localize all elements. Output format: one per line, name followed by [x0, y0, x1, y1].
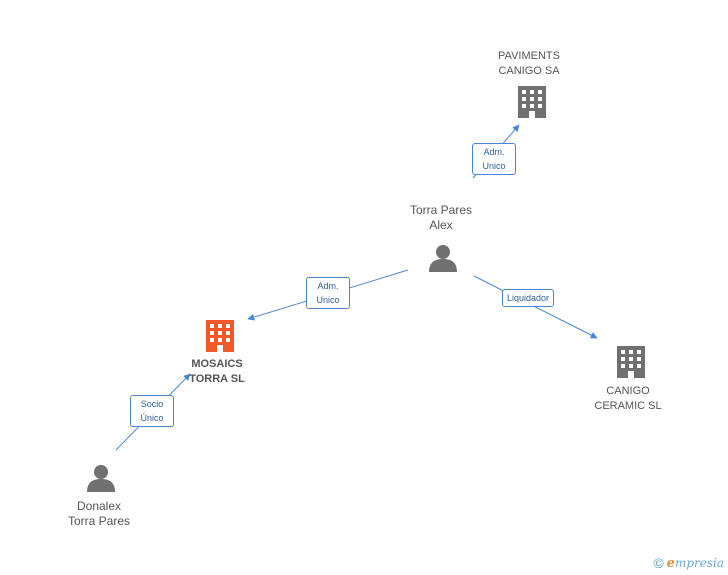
node-label-line: Donalex [76, 499, 122, 513]
node-label-paviments[interactable]: PAVIMENTS CANIGO SA [489, 49, 569, 79]
node-label-line: CERAMIC SL [594, 400, 662, 412]
building-icon[interactable] [206, 320, 234, 352]
node-label-canigo-ceramic[interactable]: CANIGO CERAMIC SL [583, 384, 673, 414]
node-label-line: Torra Pares [409, 203, 473, 217]
edge-label-line: Único [140, 413, 164, 423]
edge-label-donalex-mosaics: Socio Único [130, 395, 174, 427]
node-label-line: MOSAICS [191, 358, 243, 370]
node-label-line: CANIGO SA [498, 65, 560, 77]
edge-label-line: Unico [482, 161, 506, 171]
node-label-line: TORRA SL [189, 373, 245, 385]
copyright-icon: © [653, 555, 664, 571]
edge-label-alex-mosaics: Adm. Unico [306, 277, 350, 309]
node-label-line: PAVIMENTS [498, 50, 560, 62]
brand-logo-text: mpresia [674, 555, 724, 570]
edge-label-line: Adm. [317, 281, 339, 291]
node-label-line: Alex [429, 218, 453, 232]
edge-label-alex-canigo: Liquidador [502, 289, 555, 307]
node-label-torra-pares-alex[interactable]: Torra Pares Alex [396, 203, 486, 233]
brand-logo: empresia [667, 556, 724, 571]
node-label-line: Torra Pares [67, 514, 131, 528]
brand-watermark: © empresia [653, 555, 724, 571]
brand-logo-e: e [666, 555, 675, 571]
edge-label-line: Liquidador [507, 293, 550, 303]
node-label-donalex[interactable]: Donalex Torra Pares [54, 499, 144, 529]
building-icon[interactable] [518, 86, 546, 118]
node-label-mosaics[interactable]: MOSAICS TORRA SL [172, 357, 262, 387]
node-label-line: CANIGO [606, 385, 650, 397]
edge-alex-canigo [473, 275, 598, 339]
person-icon[interactable] [87, 465, 115, 492]
edge-label-line: Adm. [483, 147, 505, 157]
edge-label-line: Socio [140, 399, 164, 409]
person-icon[interactable] [429, 245, 457, 272]
edge-label-line: Unico [316, 295, 340, 305]
edge-label-alex-paviments: Adm. Unico [472, 143, 516, 175]
building-icon[interactable] [617, 346, 645, 378]
